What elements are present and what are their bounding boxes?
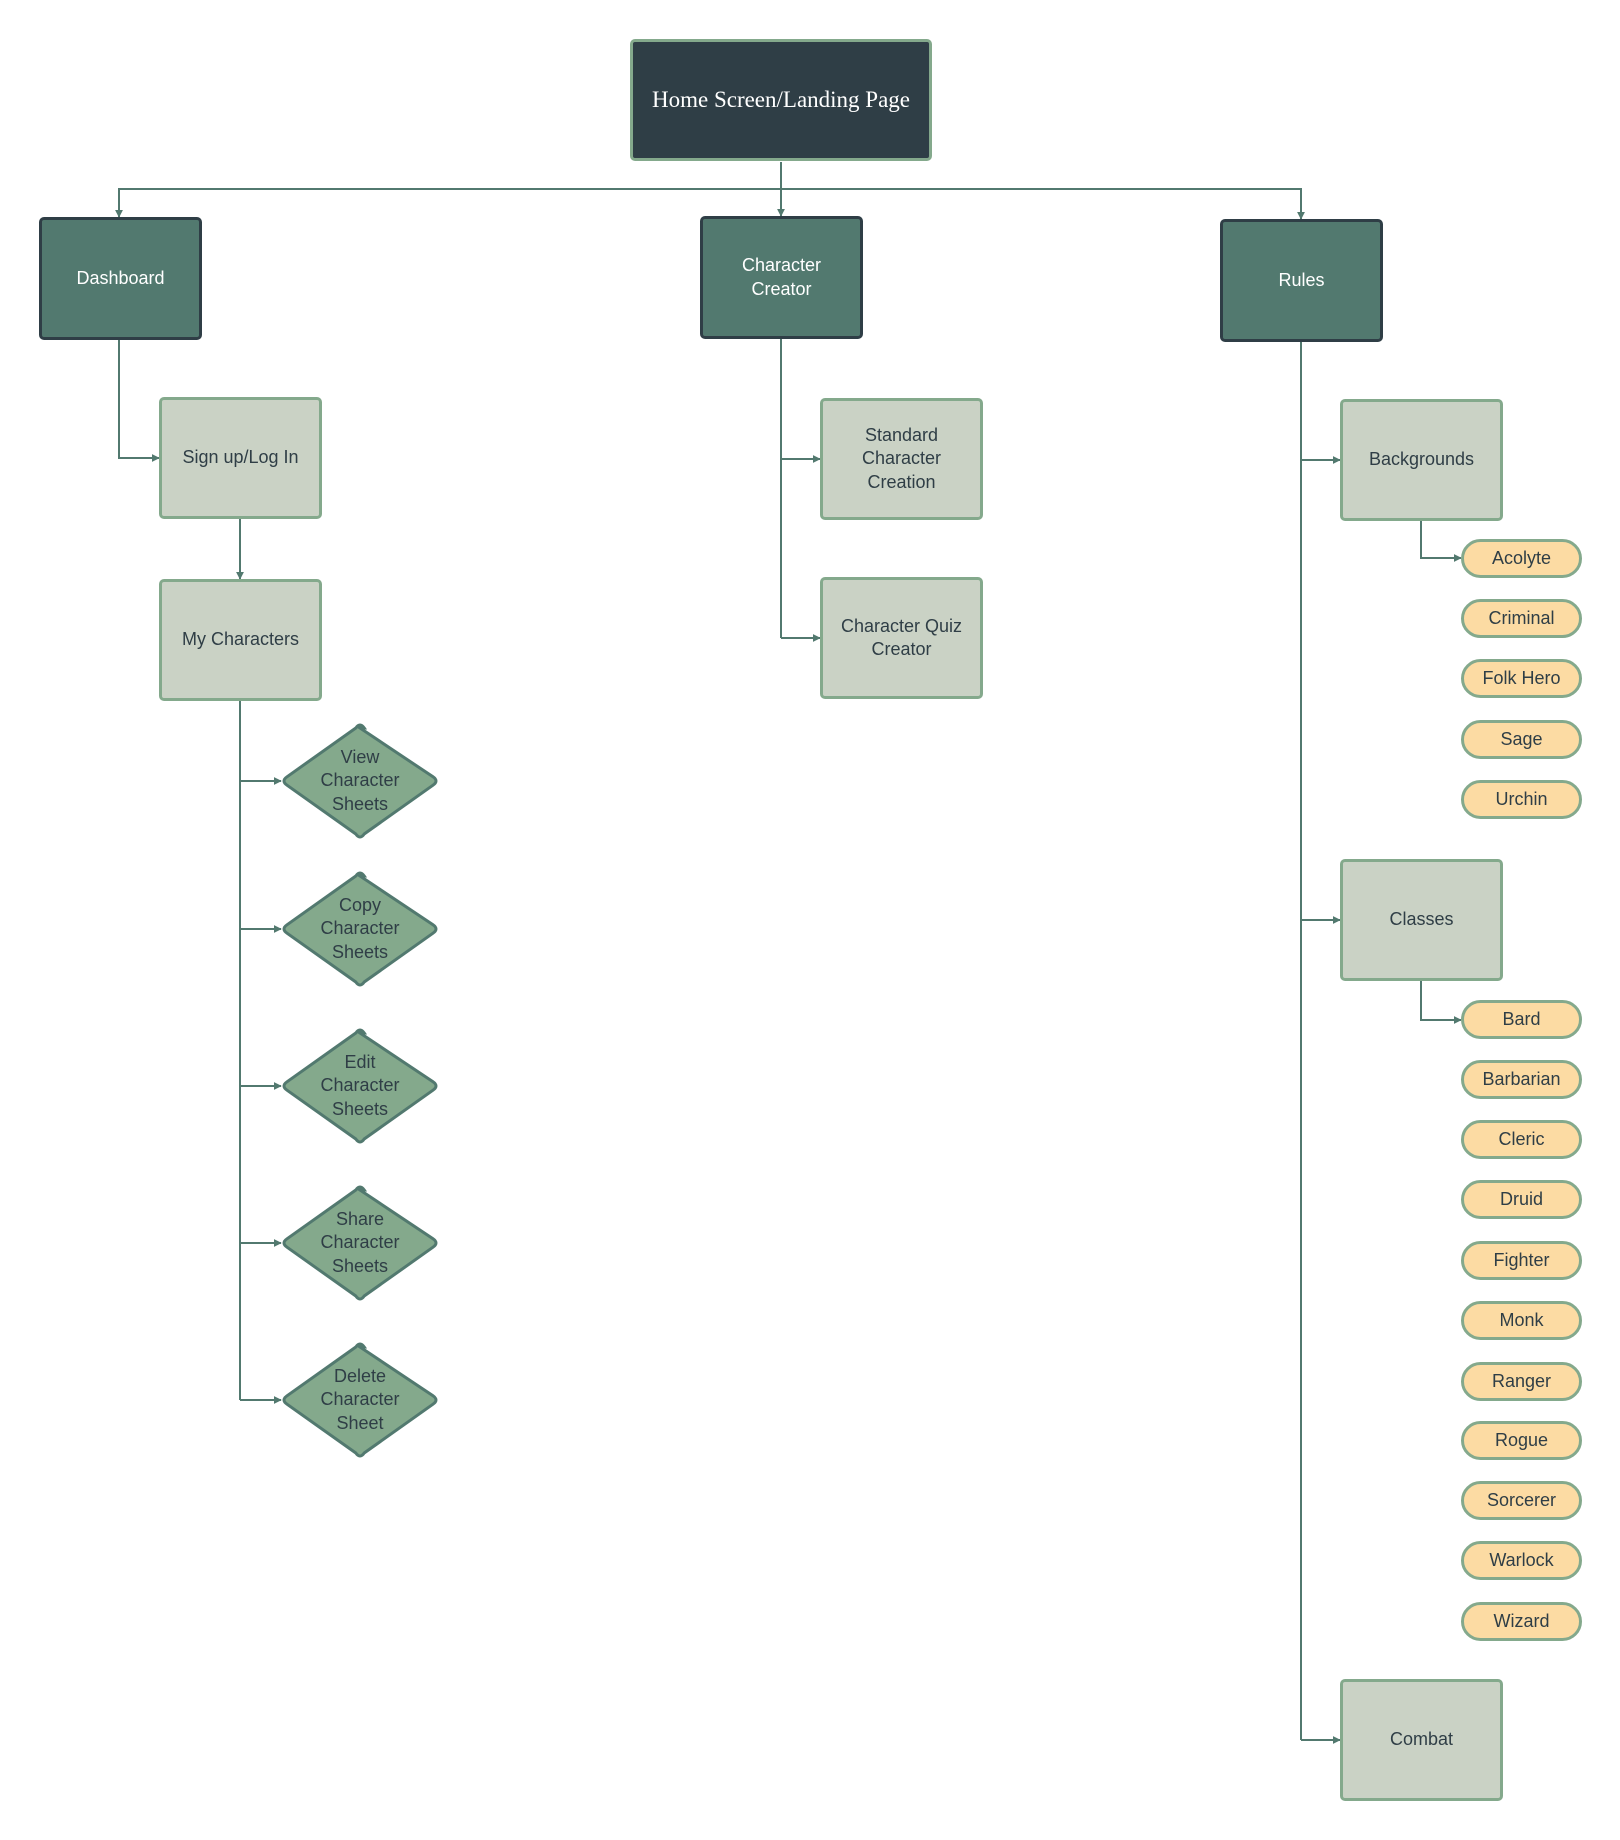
delete-diamond-shape — [282, 1342, 438, 1458]
class-ranger: Ranger — [1461, 1362, 1582, 1401]
class-warlock: Warlock — [1461, 1541, 1582, 1580]
class-sorcerer: Sorcerer — [1461, 1481, 1582, 1520]
class-monk: Monk — [1461, 1301, 1582, 1340]
combat-node: Combat — [1340, 1679, 1503, 1801]
class-barbarian: Barbarian — [1461, 1060, 1582, 1099]
class-wizard: Wizard — [1461, 1602, 1582, 1641]
rules-node: Rules — [1220, 219, 1383, 342]
edit-character-sheets-label: Edit Character Sheets — [320, 1051, 400, 1119]
copy-character-sheets-label: Copy Character Sheets — [320, 894, 400, 962]
class-cleric: Cleric — [1461, 1120, 1582, 1159]
background-folk-hero: Folk Hero — [1461, 659, 1582, 698]
class-bard: Bard — [1461, 1000, 1582, 1039]
view-character-sheets-label: View Character Sheets — [320, 746, 400, 814]
class-rogue: Rogue — [1461, 1421, 1582, 1460]
edit-diamond-shape — [282, 1028, 438, 1144]
connector-backgrounds-to-acolyte — [1420, 521, 1462, 562]
view-diamond-shape — [282, 723, 438, 839]
classes-node: Classes — [1340, 859, 1503, 981]
background-acolyte: Acolyte — [1461, 539, 1582, 578]
connector-root-to-rules — [780, 162, 1305, 220]
copy-diamond-shape — [282, 871, 438, 987]
home-screen-node: Home Screen/Landing Page — [630, 39, 932, 161]
share-character-sheets-label: Share Character Sheets — [320, 1208, 400, 1276]
delete-character-sheet-label: Delete Character Sheet — [320, 1365, 400, 1433]
dashboard-node: Dashboard — [39, 217, 202, 340]
class-druid: Druid — [1461, 1180, 1582, 1219]
backgrounds-node: Backgrounds — [1340, 399, 1503, 521]
background-sage: Sage — [1461, 720, 1582, 759]
standard-character-creation-node: Standard Character Creation — [820, 398, 983, 520]
class-fighter: Fighter — [1461, 1241, 1582, 1280]
signup-login-node: Sign up/Log In — [159, 397, 322, 519]
character-quiz-creator-node: Character Quiz Creator — [820, 577, 983, 699]
connector-root-to-dashboard — [115, 162, 782, 218]
my-characters-node: My Characters — [159, 579, 322, 701]
background-criminal: Criminal — [1461, 599, 1582, 638]
connector-classes-to-bard — [1420, 981, 1462, 1024]
character-creator-node: Character Creator — [700, 216, 863, 339]
share-diamond-shape — [282, 1185, 438, 1301]
background-urchin: Urchin — [1461, 780, 1582, 819]
connector-dashboard-to-signup — [118, 340, 160, 462]
